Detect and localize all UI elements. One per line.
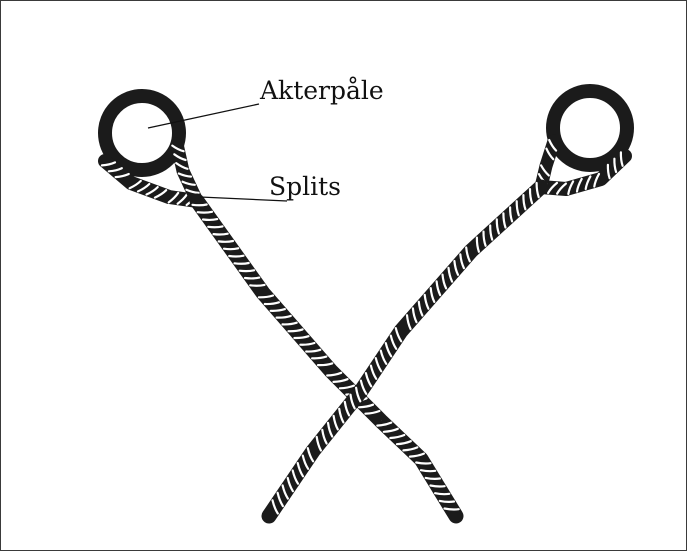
right-rope: [269, 91, 627, 516]
rope-eye-loop: [553, 91, 627, 165]
rope-twist-mark: [219, 241, 233, 242]
right-rope-eye: [539, 91, 627, 194]
rope-twist-mark: [250, 285, 264, 286]
rope-eye-loop: [105, 96, 179, 170]
rope-twist-mark: [224, 248, 238, 249]
rope-twist-mark: [229, 256, 243, 257]
rope-twist-mark: [193, 205, 207, 206]
rope-twist-mark: [208, 226, 222, 227]
rope-twist-mark: [430, 486, 444, 487]
rope-twist-mark: [440, 501, 454, 502]
rope-twist-mark: [235, 263, 249, 264]
rope-twist-mark: [214, 234, 228, 235]
rope-twist-mark: [198, 212, 212, 213]
left-rope-eye: [102, 96, 199, 205]
left-rope-standing-part: [193, 201, 459, 516]
rope-twist-mark: [416, 463, 430, 464]
rope-twist-mark: [426, 478, 440, 479]
rope-twist-mark: [435, 493, 449, 494]
left-rope: [102, 96, 459, 516]
akterpale-label: Akterpåle: [259, 76, 384, 105]
rope-twist-mark: [203, 219, 217, 220]
rope-twist-mark: [421, 470, 435, 471]
splits-label: Splits: [269, 172, 341, 201]
rope-twist-mark: [445, 509, 459, 510]
rope-twist-mark: [245, 278, 259, 279]
rope-twist-mark: [240, 270, 254, 271]
